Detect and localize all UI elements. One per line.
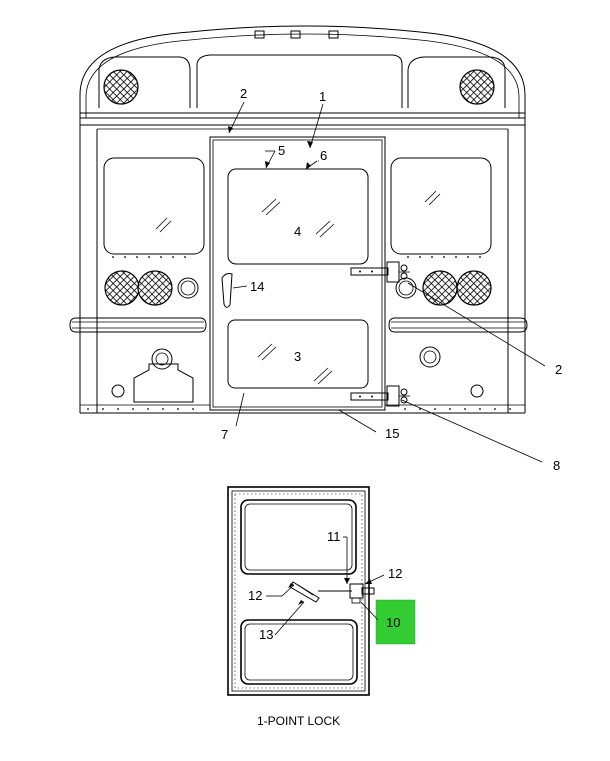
callout-3: 3 [294,349,301,364]
callout-1: 1 [319,89,326,104]
callout-10: 10 [386,615,400,630]
bus-rear-body [69,25,528,414]
detail-callout-arrowheads [288,578,372,605]
top-callout-leaders [228,101,546,463]
callout-15: 15 [385,426,399,441]
callout-13: 13 [259,627,273,642]
detail-caption: 1-POINT LOCK [257,714,340,728]
callout-7: 7 [221,427,228,442]
callout-12-left: 12 [248,588,262,603]
callout-11: 11 [327,529,341,544]
callout-4: 4 [294,224,301,239]
callout-12-right: 12 [388,566,402,581]
callout-6: 6 [320,148,327,163]
top-callout-arrowheads [228,126,313,169]
lock-detail-door [227,486,375,696]
callout-10-highlight [375,599,416,645]
lower-hinge [350,385,410,407]
callout-2-top: 2 [240,86,247,101]
callout-2-right: 2 [555,362,562,377]
callout-14: 14 [250,279,264,294]
upper-hinge [350,261,410,283]
callout-5: 5 [278,143,285,158]
callout-8: 8 [553,458,560,473]
rivet-row [87,256,511,410]
rear-door [209,136,410,411]
